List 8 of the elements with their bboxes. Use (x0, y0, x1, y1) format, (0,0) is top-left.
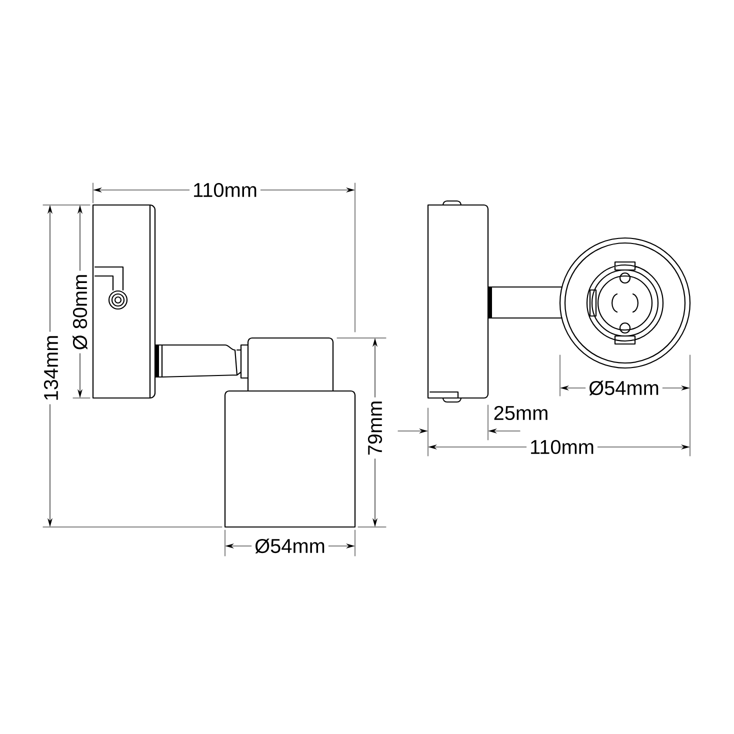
dimension-label: 134mm (40, 332, 62, 404)
dimension-label: 79mm (364, 397, 386, 459)
dimension-label: 110mm (190, 180, 260, 200)
dimension-label: 25mm (490, 402, 552, 424)
dimension-label: Ø54mm (586, 378, 662, 398)
dimension-label: Ø54mm (252, 536, 328, 556)
dimension-label: 110mm (526, 436, 598, 458)
dimension-label: Ø 80mm (70, 270, 90, 354)
